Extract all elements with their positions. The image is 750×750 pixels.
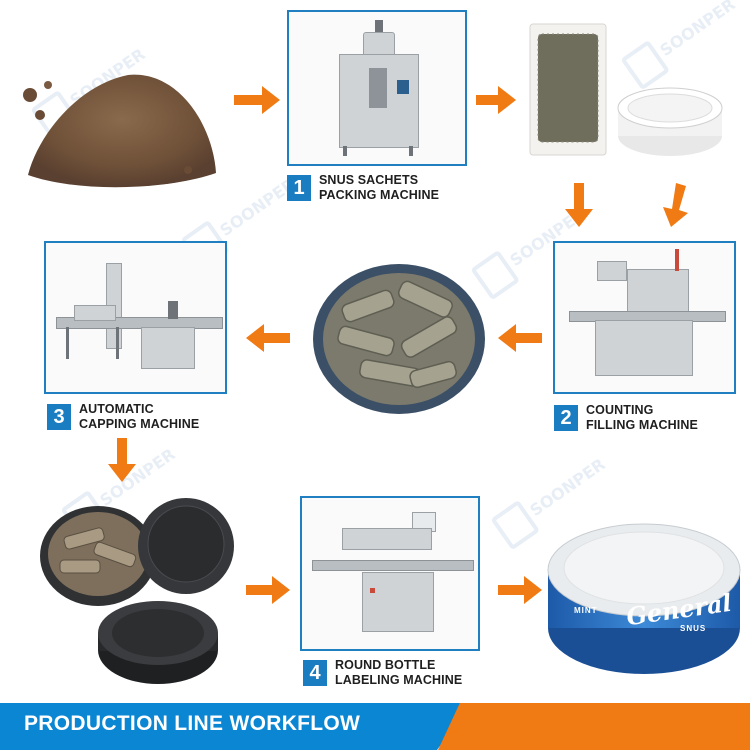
snus-powder-image — [23, 74, 216, 188]
step-title-line1: COUNTING — [586, 403, 654, 417]
flow-arrow — [663, 183, 688, 227]
snus-pouch-image — [529, 23, 607, 156]
filled-can-image — [313, 264, 485, 414]
step-number: 3 — [47, 404, 71, 430]
step-title-line1: AUTOMATIC — [79, 402, 154, 416]
step-title-line2: PACKING MACHINE — [319, 188, 440, 202]
flow-arrow — [246, 576, 290, 604]
can-flavor-text: MINT — [574, 606, 598, 615]
step-1-label: 1 SNUS SACHETS PACKING MACHINE — [287, 173, 439, 203]
step-number: 1 — [287, 175, 311, 201]
step-2-label: 2 COUNTING FILLING MACHINE — [554, 403, 698, 433]
step-3-label: 3 AUTOMATIC CAPPING MACHINE — [47, 402, 199, 432]
step-number: 2 — [554, 405, 578, 431]
counting-filling-machine-image — [553, 241, 736, 394]
step-title-line2: CAPPING MACHINE — [79, 417, 200, 431]
flow-arrow — [565, 183, 593, 227]
flow-arrow — [246, 324, 290, 352]
step-title-line2: LABELING MACHINE — [335, 673, 463, 687]
flow-arrow — [498, 576, 542, 604]
step-title-line1: ROUND BOTTLE — [335, 658, 436, 672]
flow-arrow — [476, 86, 516, 114]
capping-machine-image — [44, 241, 227, 394]
labeled-can-image: General SNUS MINT — [544, 500, 744, 680]
labeling-machine-image — [300, 496, 480, 651]
step-4-label: 4 ROUND BOTTLE LABELING MACHINE — [303, 658, 462, 688]
footer-title: PRODUCTION LINE WORKFLOW — [24, 712, 361, 735]
can-sub-text: SNUS — [680, 624, 707, 633]
footer-accent — [438, 703, 750, 750]
flow-arrow — [234, 86, 280, 114]
step-number: 4 — [303, 660, 327, 686]
packing-machine-image — [287, 10, 467, 166]
flow-arrow — [498, 324, 542, 352]
capped-cans-image — [40, 498, 234, 684]
step-title-line1: SNUS SACHETS — [319, 173, 419, 187]
watermark-logo: SOONPER — [620, 0, 744, 91]
step-title-line2: FILLING MACHINE — [586, 418, 698, 432]
empty-can-image — [617, 87, 723, 156]
footer-banner — [0, 703, 470, 750]
flow-arrow — [108, 438, 136, 482]
